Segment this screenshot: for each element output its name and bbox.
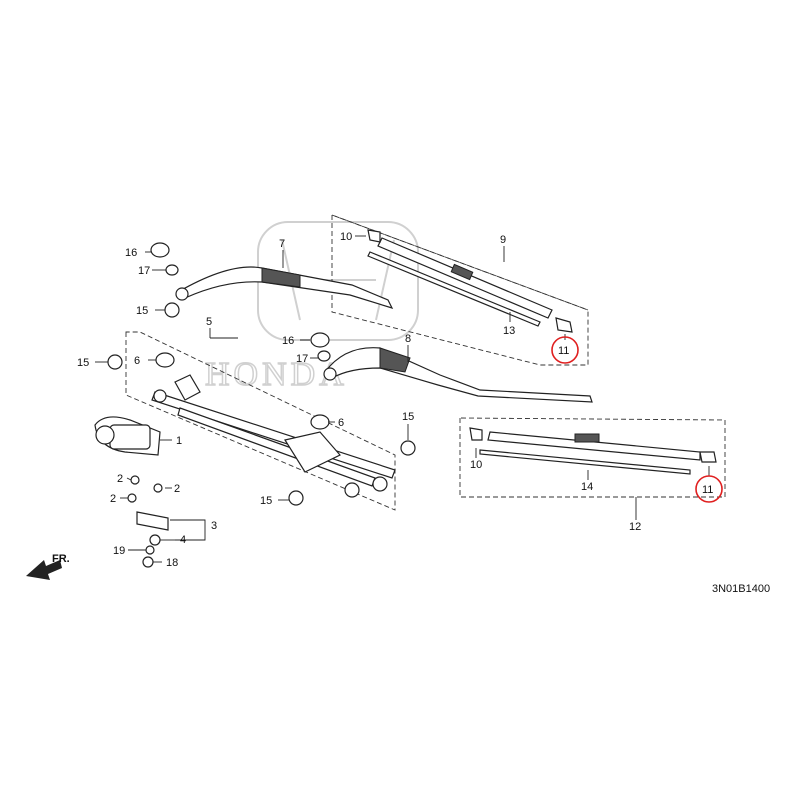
wiper-motor [94, 416, 161, 456]
callout-11: 11 [702, 484, 713, 496]
bracket [136, 511, 169, 531]
wiper-arm-right [323, 347, 593, 403]
callout-5: 5 [206, 316, 212, 328]
callout-15: 15 [402, 411, 414, 423]
callout-8: 8 [405, 333, 411, 345]
callout-15: 15 [136, 305, 148, 317]
small-parts [107, 242, 416, 568]
callout-3: 3 [211, 520, 217, 532]
highlight-markers [551, 336, 723, 503]
callout-2: 2 [174, 483, 180, 495]
callout-9: 9 [500, 234, 506, 246]
callout-6: 6 [134, 355, 140, 367]
callout-16: 16 [125, 247, 137, 259]
wiper-blade-lower [469, 427, 717, 475]
callout-15: 15 [77, 357, 89, 369]
callout-7: 7 [279, 238, 285, 250]
callout-2: 2 [110, 493, 116, 505]
front-marker-label: FR. [52, 553, 70, 565]
callout-19: 19 [113, 545, 125, 557]
highlight-circle-11-upper [551, 336, 579, 364]
callout-labels: 16 17 15 15 6 7 5 16 17 8 10 9 13 11 6 1… [77, 231, 713, 569]
callout-1: 1 [176, 435, 182, 447]
diagram-code: 3N01B1400 [712, 583, 770, 595]
group-outlines [125, 214, 726, 511]
callout-17: 17 [296, 353, 308, 365]
wiper-linkage [151, 374, 396, 498]
callout-15: 15 [260, 495, 272, 507]
callout-10: 10 [470, 459, 482, 471]
callout-6: 6 [338, 417, 344, 429]
callout-2: 2 [117, 473, 123, 485]
callout-16: 16 [282, 335, 294, 347]
highlight-circle-11-lower [695, 475, 723, 503]
callout-14: 14 [581, 481, 593, 493]
callout-12: 12 [629, 521, 641, 533]
front-direction-arrow: FR. [26, 553, 70, 580]
wiper-arm-left [175, 266, 394, 309]
callout-18: 18 [166, 557, 178, 569]
callout-13: 13 [503, 325, 515, 337]
callout-4: 4 [180, 534, 186, 546]
callout-10: 10 [340, 231, 352, 243]
wiper-blade-upper [367, 229, 573, 333]
callout-11: 11 [558, 345, 569, 357]
callout-17: 17 [138, 265, 150, 277]
